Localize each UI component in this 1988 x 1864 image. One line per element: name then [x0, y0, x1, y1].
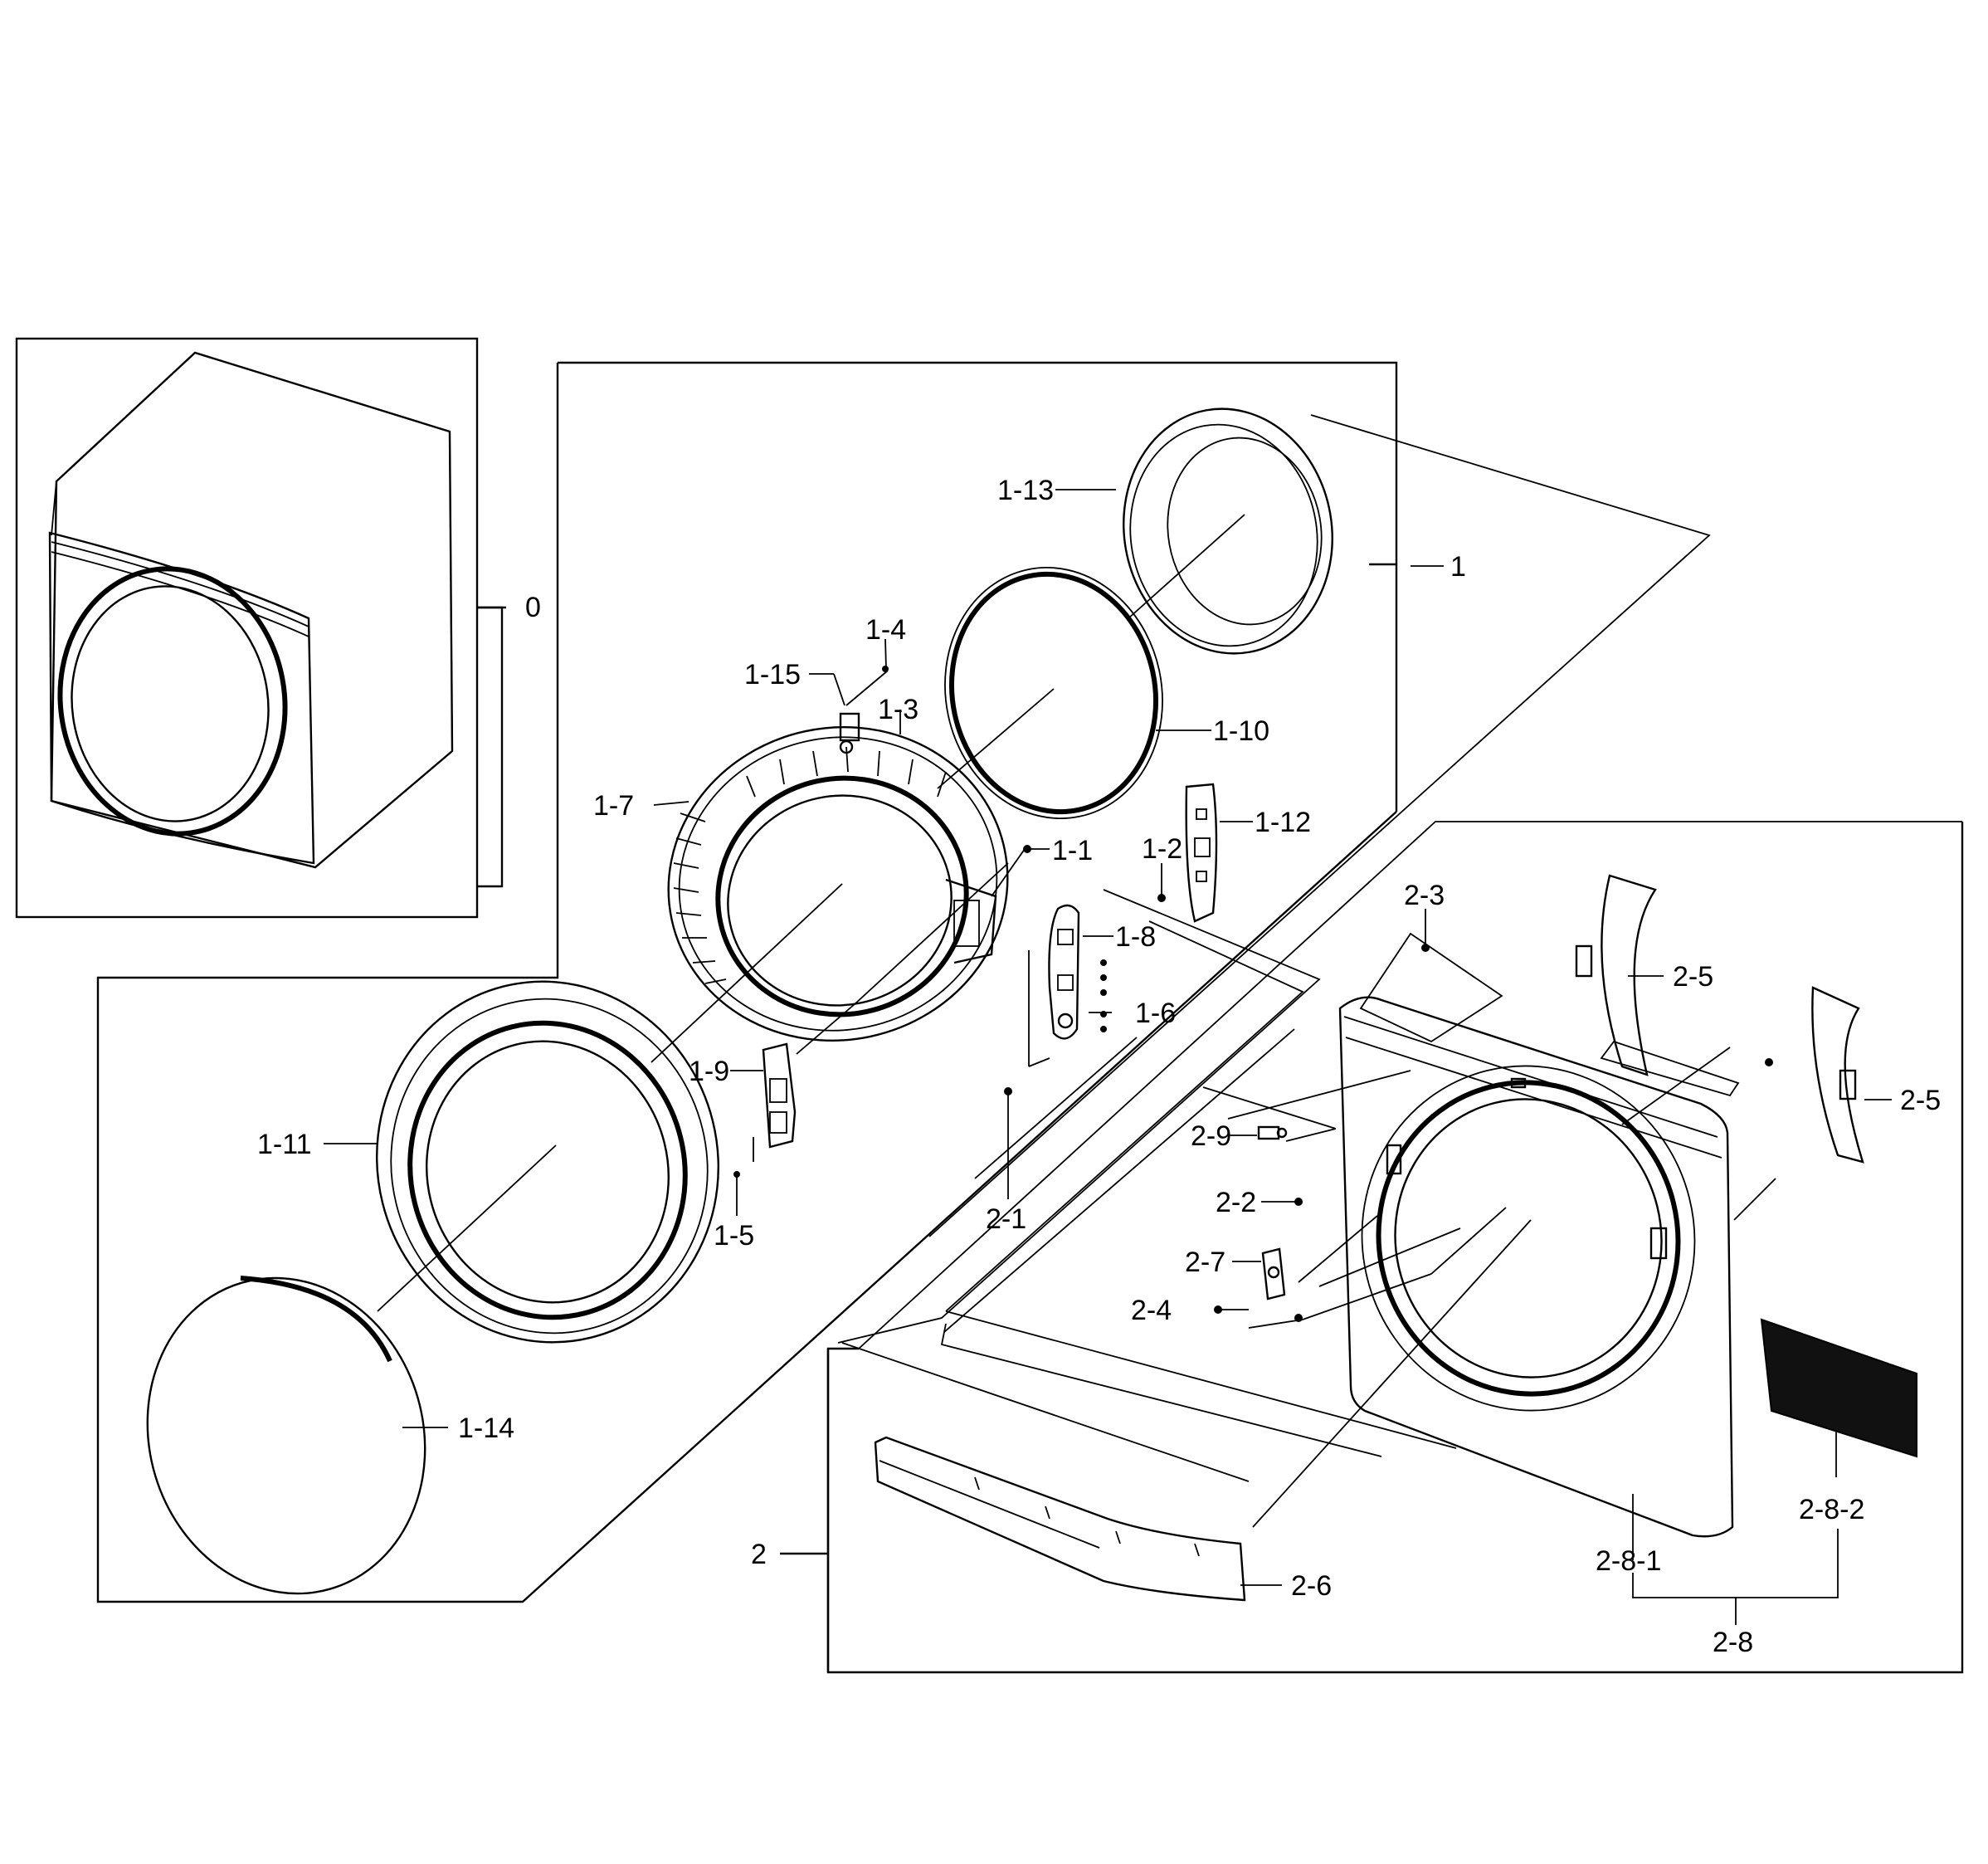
label-2-8: 2-8	[1713, 1627, 1753, 1658]
part-2-5-bracket-upper	[1575, 874, 1657, 1076]
part-2-8-2-filter-screen	[1760, 1318, 1917, 1458]
part-1-8-hinge	[1048, 904, 1107, 1040]
assembly-1-box	[96, 361, 1711, 1603]
part-1-9-door-lock	[753, 1042, 797, 1162]
label-1-4: 1-4	[865, 614, 906, 646]
label-2-4: 2-4	[1131, 1295, 1172, 1326]
label-2-2: 2-2	[1216, 1187, 1256, 1218]
label-2-6: 2-6	[1291, 1570, 1332, 1602]
part-1-10-door-seal-ring	[944, 566, 1163, 820]
label-1-13: 1-13	[997, 475, 1054, 506]
label-1-10: 1-10	[1213, 715, 1269, 747]
part-2-1-frame-lines	[837, 889, 1457, 1482]
label-1-11: 1-11	[257, 1129, 312, 1160]
part-2-5-bracket-lower	[1811, 986, 1864, 1164]
part-2-7-connector	[1261, 1247, 1286, 1300]
leader-lines	[324, 489, 1892, 1625]
part-1-14-door-glass	[146, 1276, 426, 1595]
part-1-7-door-frame	[667, 726, 1009, 1042]
label-0: 0	[525, 592, 541, 623]
part-2-3-top-strip	[1359, 932, 1740, 1097]
part-2-8-1-front-panel	[1338, 996, 1734, 1538]
label-2-9: 2-9	[1191, 1120, 1231, 1152]
label-2-5b: 2-5	[1900, 1085, 1941, 1116]
assembly-2-box	[780, 821, 1964, 1674]
label-1-1: 1-1	[1052, 835, 1093, 866]
guide-lines-2	[1202, 1047, 1776, 1528]
label-1-14: 1-14	[458, 1413, 514, 1444]
label-1-6: 1-6	[1135, 998, 1176, 1029]
label-1-5: 1-5	[714, 1220, 754, 1252]
label-1-9: 1-9	[689, 1056, 729, 1087]
part-1-12-bracket	[1185, 783, 1218, 923]
part-2-6-base-trim	[874, 1436, 1246, 1602]
part-1-11-door-outer-ring	[376, 980, 719, 1344]
assembly-0-box	[15, 337, 506, 919]
part-2-9-switch	[1257, 1125, 1288, 1140]
label-1-3: 1-3	[878, 694, 918, 725]
label-2-3: 2-3	[1404, 880, 1445, 911]
label-1-7: 1-7	[593, 790, 634, 822]
label-1-15: 1-15	[744, 659, 801, 690]
label-2-5a: 2-5	[1673, 961, 1713, 993]
part-1-13-outer-door-cover	[1123, 407, 1333, 655]
label-2-1: 2-1	[986, 1203, 1026, 1235]
label-1: 1	[1450, 551, 1466, 583]
label-1-2: 1-2	[1142, 833, 1182, 865]
guide-lines-1	[377, 514, 1245, 1312]
part-1-15-hinge-clip	[839, 712, 860, 754]
label-2-7: 2-7	[1185, 1247, 1225, 1278]
label-2: 2	[751, 1539, 767, 1570]
label-2-8-1: 2-8-1	[1596, 1545, 1661, 1577]
label-2-8-2: 2-8-2	[1799, 1494, 1864, 1525]
label-1-8: 1-8	[1115, 921, 1156, 953]
label-1-12: 1-12	[1255, 807, 1311, 838]
